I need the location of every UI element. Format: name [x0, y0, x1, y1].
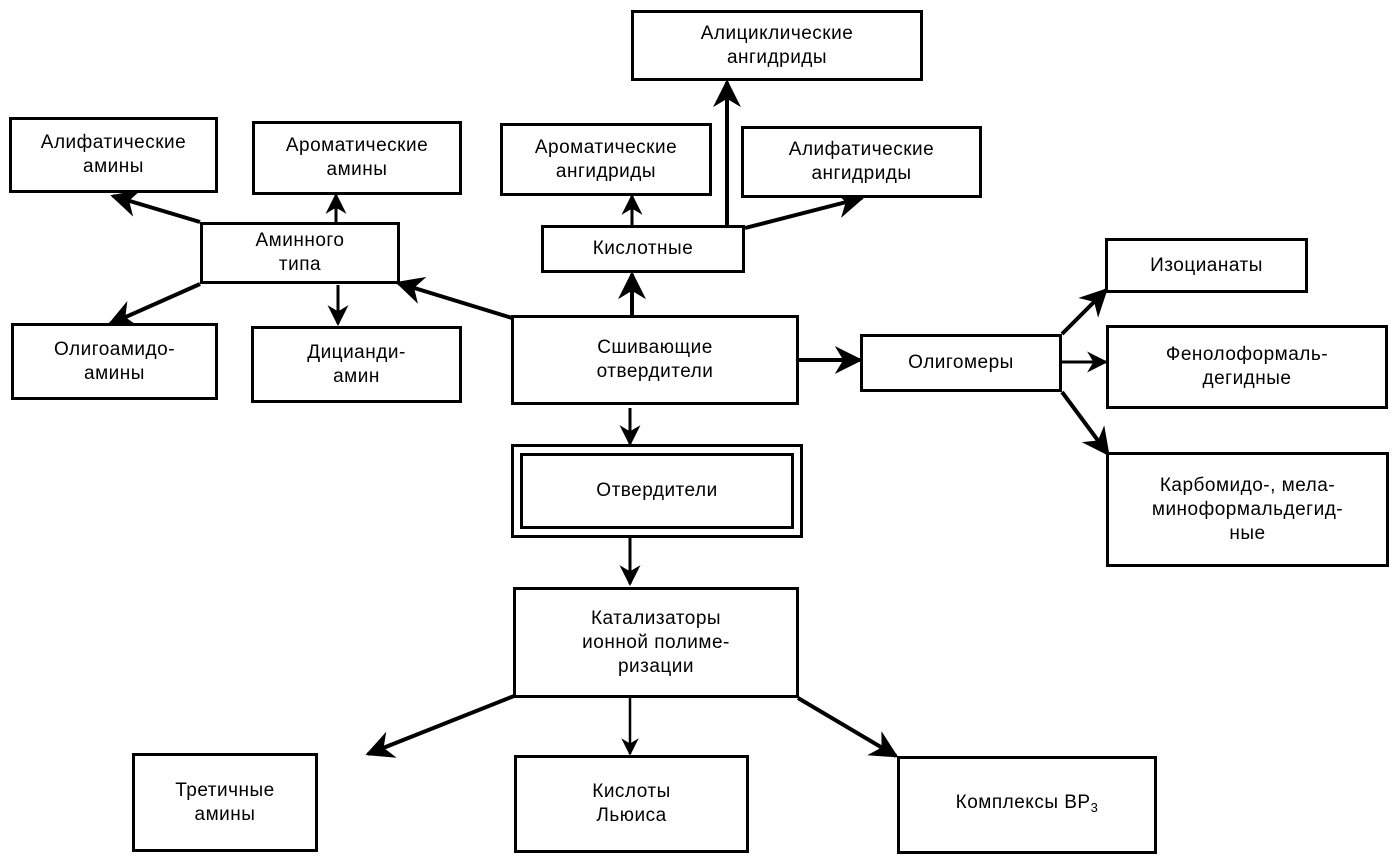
node-label: Олигоамидо- амины: [53, 338, 176, 384]
node-aliphatic-amines: Алифатические амины: [9, 117, 218, 193]
node-aromatic-anhydrides: Ароматические ангидриды: [500, 123, 712, 196]
node-label: Алифатические амины: [40, 132, 187, 177]
node-label: Третичные амины: [175, 779, 275, 825]
edge-acidic-aliphatic-anhydrides: [744, 190, 865, 230]
node-label: Дицианди- амин: [307, 341, 406, 387]
edge-oligomers-urea: [1060, 390, 1110, 457]
node-amine-type: Аминного типа: [200, 222, 400, 284]
edge-amine-aliphatic: [110, 189, 201, 224]
node-label: Катализаторы ионной полиме- ризации: [582, 607, 730, 677]
edge-catalysts-bf3: [796, 696, 899, 758]
node-label: Комплексы BP3: [956, 791, 1099, 820]
node-urea-melamine-formaldehyde: Карбомидо-, мела- миноформальдегид- ные: [1106, 452, 1389, 567]
node-aromatic-amines: Ароматические амины: [252, 121, 462, 195]
node-crosslinking-hardeners: Сшивающие отвердители: [511, 315, 799, 405]
node-ionic-polymerization-catalysts: Катализаторы ионной полиме- ризации: [513, 587, 799, 698]
edge-crosslinking-amine-type: [395, 277, 513, 320]
edge-catalysts-tertiary: [365, 694, 515, 758]
node-bf3-complexes: Комплексы BP3: [897, 756, 1157, 854]
node-inner-frame: Отвердители: [520, 453, 794, 529]
node-label: Олигомеры: [908, 352, 1014, 373]
node-label-text: Комплексы BP: [955, 791, 1091, 813]
node-label: Фенолоформаль- дегидные: [1165, 344, 1329, 389]
node-lewis-acids: Кислоты Льюиса: [514, 755, 749, 853]
node-hardeners-root: Отвердители: [511, 444, 803, 538]
node-acidic: Кислотные: [541, 225, 745, 273]
node-label: Аминного типа: [255, 230, 345, 275]
node-label: Кислотные: [592, 238, 694, 259]
node-label: Ароматические ангидриды: [534, 136, 678, 182]
node-label: Карбомидо-, мела- миноформальдегид- ные: [1151, 474, 1344, 544]
node-label: Изоцианаты: [1150, 254, 1263, 276]
node-phenol-formaldehyde: Фенолоформаль- дегидные: [1106, 325, 1388, 409]
node-alicyclic-anhydrides: Алициклические ангидриды: [631, 10, 923, 81]
node-label: Алициклические ангидриды: [700, 22, 854, 68]
edge-oligomers-isocyanates: [1060, 288, 1108, 336]
node-label-subscript: 3: [1090, 799, 1099, 815]
node-oligomers: Олигомеры: [860, 334, 1062, 392]
edge-amine-oligoamido: [107, 282, 201, 327]
node-isocyanates: Изоцианаты: [1105, 238, 1308, 293]
node-dicyandiamide: Дицианди- амин: [251, 326, 462, 403]
node-tertiary-amines: Третичные амины: [132, 753, 318, 852]
node-label: Ароматические амины: [285, 135, 429, 180]
node-aliphatic-anhydrides: Алифатические ангидриды: [741, 126, 982, 198]
node-oligoamidoamines: Олигоамидо- амины: [11, 323, 218, 400]
node-label: Алифатические ангидриды: [788, 139, 935, 184]
node-label: Сшивающие отвердители: [596, 337, 714, 382]
node-label: Отвердители: [596, 480, 718, 501]
node-label: Кислоты Льюиса: [592, 781, 671, 826]
